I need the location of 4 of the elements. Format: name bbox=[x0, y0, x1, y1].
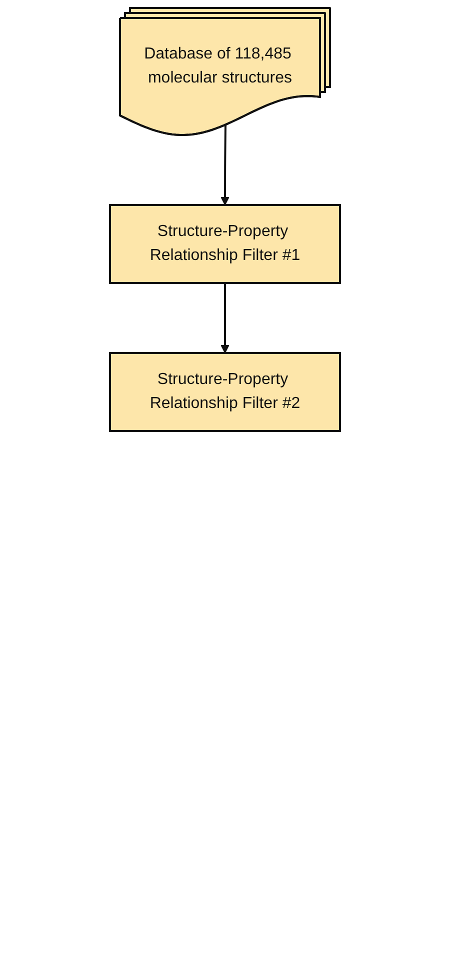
node-box: Structure-Property Relationship Filter #2 bbox=[108, 352, 340, 432]
node-box: Structure-Property Relationship Filter #1 bbox=[108, 204, 340, 284]
arrow bbox=[220, 125, 229, 206]
arrow bbox=[220, 282, 229, 354]
